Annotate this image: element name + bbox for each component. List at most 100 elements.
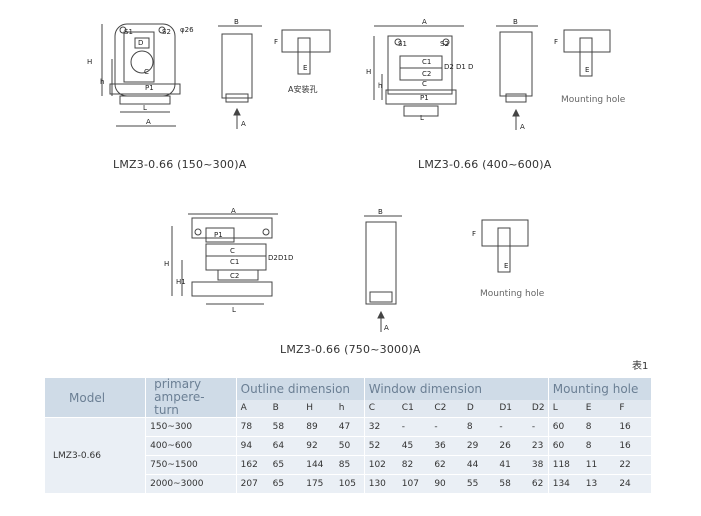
label-d: D (138, 39, 143, 47)
value-cell: 50 (334, 436, 365, 456)
value-cell: 47 (334, 417, 365, 437)
label-h1-3: H1 (176, 278, 186, 286)
label-phi26: φ26 (180, 26, 194, 34)
value-cell: 60 (547, 417, 582, 437)
value-cell: - (397, 417, 431, 437)
label-s2-2: S2 (440, 40, 449, 48)
label-c1-2: C1 (422, 58, 431, 66)
value-cell: - (495, 417, 528, 437)
value-cell: - (527, 417, 549, 437)
value-cell: 16 (615, 417, 651, 437)
label-f-2: F (554, 38, 558, 46)
model-cell: LMZ3-0.66 (45, 417, 146, 493)
value-cell: 52 (363, 436, 398, 456)
label-d1-2: D1 (456, 63, 466, 71)
drawing-hole-150-300: F E (274, 22, 342, 82)
caption-400-600: LMZ3-0.66 (400~600)A (418, 158, 552, 171)
label-p1: P1 (145, 84, 154, 92)
value-cell: 89 (302, 417, 335, 437)
value-cell: 8 (462, 417, 496, 437)
value-cell: 92 (302, 436, 335, 456)
value-cell: 90 (430, 474, 463, 493)
drawing-front-400-600: S1 S2 A C1 C2 C D2 D1 D P1 H h L (366, 18, 473, 122)
value-cell: 8 (581, 436, 616, 456)
value-cell: 175 (302, 474, 335, 493)
header-model: Model (45, 378, 146, 418)
primary-cell: 750~1500 (145, 455, 237, 475)
value-cell: 65 (268, 474, 303, 493)
label-f-3: F (472, 230, 476, 238)
label-d-2: D (468, 63, 473, 71)
label-a: A (146, 118, 151, 126)
drawing-side-750-3000: B A (356, 208, 416, 332)
value-cell: 60 (547, 436, 582, 456)
drawing-side-150-300: B A (210, 18, 270, 134)
value-cell: 102 (363, 455, 398, 475)
value-cell: 64 (268, 436, 303, 456)
label-c1-3: C1 (230, 258, 239, 266)
label-c-3: C (230, 247, 235, 255)
value-cell: 58 (268, 417, 303, 437)
value-cell: 58 (495, 474, 528, 493)
label-h-lower: h (100, 78, 104, 86)
value-cell: 55 (462, 474, 496, 493)
value-cell: 130 (363, 474, 398, 493)
value-cell: 82 (397, 455, 431, 475)
subheader-c: C (363, 399, 398, 418)
label-s1-2: S1 (398, 40, 407, 48)
value-cell: 118 (547, 455, 582, 475)
label-b: B (234, 18, 239, 26)
label-c: C (144, 68, 149, 76)
label-d-3: D (288, 254, 293, 262)
primary-cell: 150~300 (145, 417, 237, 437)
mounting-hole-label-2: Mounting hole (480, 289, 545, 299)
value-cell: 26 (495, 436, 528, 456)
value-cell: 45 (397, 436, 431, 456)
value-cell: 78 (235, 417, 269, 437)
subheader-c2: C2 (430, 399, 463, 418)
label-a-arrow: A (241, 120, 246, 128)
value-cell: 62 (430, 455, 463, 475)
value-cell: 65 (268, 455, 303, 475)
caption-150-300: LMZ3-0.66 (150~300)A (113, 158, 247, 171)
value-cell: 134 (547, 474, 582, 493)
value-cell: 44 (462, 455, 496, 475)
label-p1-2: P1 (420, 94, 429, 102)
subheader-d1: D1 (495, 399, 528, 418)
value-cell: 32 (363, 417, 398, 437)
label-a-arrow-3: A (384, 324, 389, 332)
label-e-3: E (504, 262, 508, 270)
label-a-arrow-2: A (520, 123, 525, 131)
value-cell: 94 (235, 436, 269, 456)
mounting-hole-label-1: Mounting hole (561, 95, 626, 105)
primary-cell: 400~600 (145, 436, 237, 456)
header-primary-text: primary ampere-turn (154, 377, 205, 417)
value-cell: 13 (581, 474, 616, 493)
value-cell: 23 (527, 436, 549, 456)
value-cell: 24 (615, 474, 651, 493)
label-s1: S1 (124, 28, 133, 36)
label-l: L (143, 104, 147, 112)
value-cell: - (430, 417, 463, 437)
label-f: F (274, 38, 278, 46)
label-b-3: B (378, 208, 383, 216)
label-d2-2: D2 (444, 63, 454, 71)
drawing-hole-400-600: F E (554, 22, 622, 82)
drawing-hole-750-3000: F E (472, 212, 540, 278)
label-h-lower-2: h (378, 82, 382, 90)
label-a-2: A (422, 18, 427, 26)
label-l-2: L (420, 114, 424, 122)
value-cell: 22 (615, 455, 651, 475)
label-e: E (303, 64, 307, 72)
value-cell: 36 (430, 436, 463, 456)
a-install-label: A安装孔 (288, 85, 318, 94)
value-cell: 8 (581, 417, 616, 437)
value-cell: 107 (397, 474, 431, 493)
label-e-2: E (585, 66, 589, 74)
table-number: 表1 (632, 361, 649, 372)
dimension-table: Model primary ampere-turn Outline dimens… (45, 378, 651, 493)
drawing-front-750-3000: A P1 C C1 C2 D2 D1 D H H1 L (164, 207, 293, 314)
